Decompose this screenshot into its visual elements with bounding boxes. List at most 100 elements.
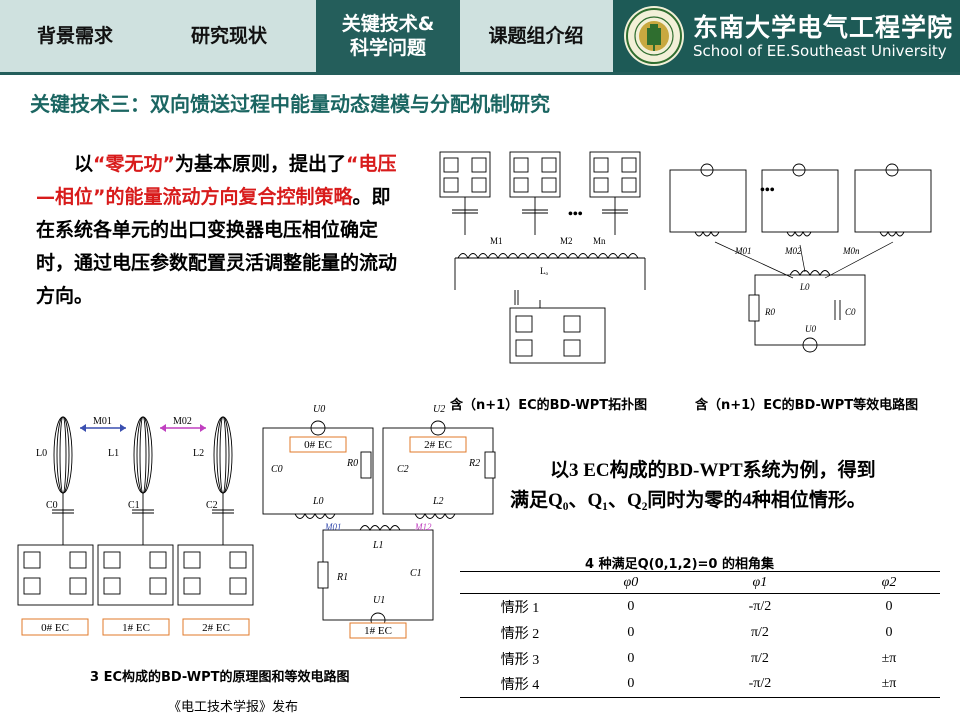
eq-label-r0: R0 [764, 307, 775, 317]
table-cell: -π/2 [748, 598, 772, 614]
eq3-ec1-box [349, 622, 407, 639]
eq-label-u0: U0 [805, 324, 816, 334]
tab-research-status-label: 研究现状 [190, 25, 267, 47]
three-label-m01: M01 [93, 416, 112, 427]
tab-background-label: 背景需求 [36, 25, 113, 47]
three-label-c0: C0 [46, 500, 58, 511]
tab-key-tech-line2: 科学问题 [349, 37, 426, 59]
table-caption: 4 种满足Q(0,1,2)=0 的相角集 [585, 557, 774, 572]
tab-research-status[interactable]: 研究现状 [154, 0, 304, 72]
three-label-c2: C2 [206, 500, 218, 511]
topology-diagram: M1 M2 Mn Lₒ ••• [439, 151, 646, 364]
source-note: 《电工技术学报》发布 [168, 700, 299, 715]
eq3-label-m01: M01 [324, 522, 342, 532]
caption-three-ec: 3 EC构成的BD-WPT的原理图和等效电路图 [90, 670, 350, 685]
table-header-row: φ0 φ1 φ2 [460, 571, 940, 594]
eq3-label-u2: U2 [433, 404, 445, 415]
eq3-ec0-box [289, 436, 347, 453]
tab-group-intro-label: 课题组介绍 [488, 25, 584, 47]
table-cell: 0 [885, 598, 893, 614]
three-label-l0: L0 [36, 448, 47, 459]
table-cell: ±π [838, 671, 940, 698]
ec1-box [102, 618, 170, 636]
eq3-label-l0: L0 [312, 496, 324, 507]
eq3-loops [262, 420, 496, 628]
eq3-label-c0: C0 [271, 464, 283, 475]
equivalent-circuit-diagram: ••• M01 M02 M0n L0 U0 R0 C0 [669, 163, 932, 353]
table-cell: 情形 3 [500, 652, 540, 668]
para-principle: 为基本原则，提出了 [175, 153, 347, 175]
header-bar: 背景需求 研究现状 关键技术& 科学问题 课题组介绍 东南大学电气工程学院 Sc… [0, 0, 960, 72]
para-detail: 。即在系统各单元的出口变换器电压相位确定时，通过电压参数配置灵活调整能量的流动方… [36, 186, 398, 307]
three-label-m02: M02 [173, 416, 192, 427]
example-line1: 以3 EC构成的BD-WPT系统为例，得到 [550, 460, 876, 481]
table-cell: ±π [881, 650, 897, 666]
table-cell: 情形 1 [500, 600, 540, 616]
table-row: 情形 3 0 π/2 ±π [460, 646, 940, 672]
example-line2: 满足Q₀、Q₁、Q₂同时为零的4种相位情形。 [510, 490, 866, 511]
ec2-box [182, 618, 250, 636]
eq-label-c0: C0 [845, 307, 856, 317]
slide-title: 关键技术三：双向馈送过程中能量动态建模与分配机制研究 [30, 92, 550, 116]
eq3-ec0-label: 0# EC [304, 439, 332, 451]
table-row: 情形 2 0 π/2 0 [460, 620, 940, 646]
school-name-cn: 东南大学电气工程学院 [693, 13, 954, 42]
table-header-phi2: φ2 [838, 571, 940, 594]
three-ec1-label: 1# EC [122, 622, 150, 634]
m01-arrow-left [80, 424, 86, 432]
eq-label-m0n: M0n [842, 246, 860, 256]
three-label-l2: L2 [193, 448, 204, 459]
tab-key-tech-label: 关键技术& 科学问题 [342, 12, 435, 60]
table-cell: 0 [627, 624, 635, 640]
school-name-en: School of EE.Southeast University [693, 42, 947, 60]
eq3-label-c1: C1 [410, 568, 422, 579]
caption-topology: 含（n+1）EC的BD-WPT拓扑图 [450, 398, 648, 413]
description-paragraph: 以“零无功”为基本原则，提出了“电压—相位”的能量流动方向复合控制策略。即在系统… [36, 148, 408, 313]
para-intro: 以 [74, 153, 94, 175]
phase-angle-table: φ0 φ1 φ2 情形 1 0 -π/2 0 情形 2 0 π/2 0 情形 3… [460, 571, 940, 698]
table-cell: π/2 [750, 624, 769, 640]
eq-ellipsis: ••• [760, 183, 775, 198]
topo-label-mn: Mn [593, 236, 606, 246]
three-label-c1: C1 [128, 500, 140, 511]
university-seal-icon [624, 6, 684, 66]
eq3-label-r0: R0 [346, 458, 358, 469]
table-header-phi0: φ0 [580, 571, 682, 594]
school-logo-area: 东南大学电气工程学院 School of EE.Southeast Univer… [613, 0, 960, 72]
eq3-label-u0: U0 [313, 404, 325, 415]
table-cell: 0 [580, 671, 682, 698]
eq3-label-r1: R1 [336, 572, 348, 583]
m02-arrow-left [160, 424, 166, 432]
tab-group-intro[interactable]: 课题组介绍 [462, 0, 610, 72]
table-cell: π/2 [750, 650, 769, 666]
eq-label-m01: M01 [734, 246, 752, 256]
eq-coupling-arrows [714, 241, 894, 279]
table-cell: 情形 2 [500, 626, 540, 642]
header-divider [0, 72, 960, 75]
three-ec-coils [17, 416, 254, 606]
eq3-ec2-box [409, 436, 467, 453]
three-ec0-label: 0# EC [41, 622, 69, 634]
table-cell: -π/2 [681, 671, 839, 698]
tab-background[interactable]: 背景需求 [0, 0, 150, 72]
three-ec-equivalent-circuit: 0# EC 2# EC 1# EC U0 U2 U1 C0 C2 C1 R0 R… [262, 404, 496, 639]
m02-arrow-right [200, 424, 206, 432]
eq3-ec2-label: 2# EC [424, 439, 452, 451]
table-cell: 情形 4 [460, 671, 580, 698]
table-row: 情形 1 0 -π/2 0 [460, 594, 940, 620]
table-header-blank [460, 571, 580, 594]
table-header-phi1: φ1 [681, 571, 839, 594]
caption-equivalent: 含（n+1）EC的BD-WPT等效电路图 [695, 398, 919, 413]
example-text: 以3 EC构成的BD-WPT系统为例，得到 满足Q₀、Q₁、Q₂同时为零的4种相… [510, 456, 950, 516]
three-ec2-label: 2# EC [202, 622, 230, 634]
eq-label-m02: M02 [784, 246, 802, 256]
eq3-label-r2: R2 [468, 458, 480, 469]
tab-key-tech[interactable]: 关键技术& 科学问题 [316, 0, 460, 72]
topo-label-m2: M2 [560, 236, 573, 246]
topology-converters [439, 151, 646, 364]
three-label-l1: L1 [108, 448, 119, 459]
eq3-label-m12: M12 [414, 522, 432, 532]
eq-branches [669, 163, 932, 353]
eq3-label-u1: U1 [373, 595, 385, 606]
ec0-box [21, 618, 89, 636]
